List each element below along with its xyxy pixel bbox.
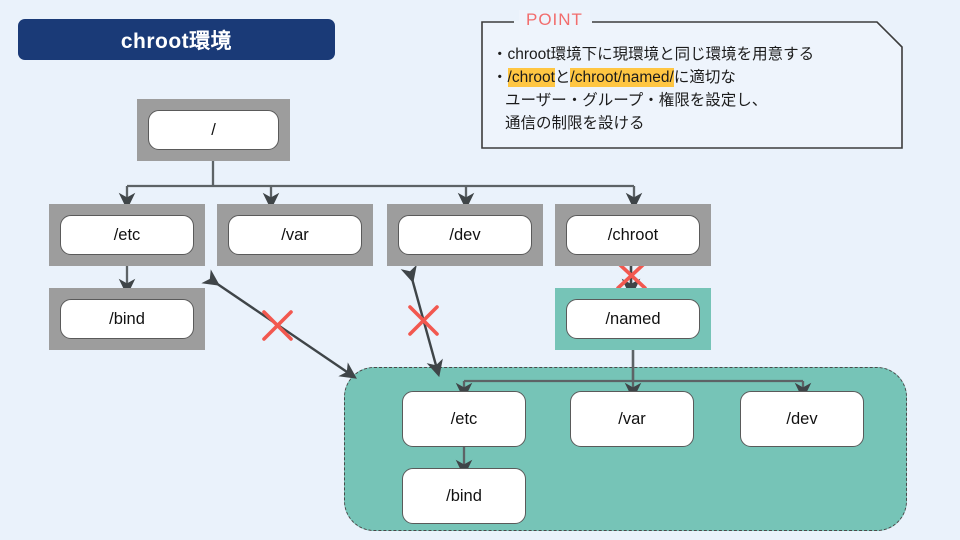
page-title-text: chroot環境 [120, 29, 233, 53]
point-callout: POINT ・chroot環境下に現環境と同じ環境を用意する ・/chrootと… [481, 10, 903, 149]
point-callout-body: ・chroot環境下に現環境と同じ環境を用意する ・/chrootと/chroo… [492, 43, 895, 135]
node-host-chroot[interactable]: /chroot [555, 204, 711, 266]
point-line-1-bullet: ・ [492, 46, 508, 63]
node-host-chroot-inner: /chroot [566, 215, 700, 255]
node-host-bind-inner: /bind [60, 299, 194, 339]
point-line-2-path-named: /chroot/named/ [570, 68, 674, 87]
node-root-inner: / [148, 110, 279, 150]
node-chroot-etc-label: /etc [450, 409, 478, 428]
node-host-dev-label: /dev [449, 225, 481, 244]
point-line-2: ・/chrootと/chroot/named/に適切な [492, 66, 895, 89]
point-line-2-conj: と [554, 69, 571, 86]
point-line-2-bullet: ・ [492, 69, 508, 86]
point-label: POINT [519, 10, 590, 30]
node-host-var-inner: /var [228, 215, 362, 255]
blocked-mark-2 [408, 305, 439, 336]
node-chroot-dev-label: /dev [786, 409, 818, 428]
point-line-2-path-chroot: /chroot [507, 68, 555, 87]
node-root-label: / [211, 120, 216, 139]
node-named-inner: /named [566, 299, 700, 339]
point-line-1-text: chroot環境下に現環境と同じ環境を用意する [507, 46, 815, 63]
point-line-1: ・chroot環境下に現環境と同じ環境を用意する [492, 43, 895, 66]
node-host-var[interactable]: /var [217, 204, 373, 266]
node-chroot-var[interactable]: /var [570, 391, 694, 447]
node-host-dev-inner: /dev [398, 215, 532, 255]
node-host-etc-label: /etc [113, 225, 141, 244]
node-chroot-bind[interactable]: /bind [402, 468, 526, 524]
node-host-dev[interactable]: /dev [387, 204, 543, 266]
node-chroot-etc[interactable]: /etc [402, 391, 526, 447]
node-named-label: /named [605, 309, 661, 328]
page-title: chroot環境 [18, 19, 335, 60]
point-line-2-tail: に適切な [673, 69, 736, 86]
node-root[interactable]: / [137, 99, 290, 161]
node-named[interactable]: /named [555, 288, 711, 350]
point-line-3: ユーザー・グループ・権限を設定し、 [505, 92, 768, 109]
blocked-mark-3 [616, 261, 647, 290]
node-chroot-var-label: /var [618, 409, 646, 428]
node-host-bind[interactable]: /bind [49, 288, 205, 350]
node-host-chroot-label: /chroot [607, 225, 659, 244]
point-line-4: 通信の制限を設ける [505, 115, 645, 132]
node-chroot-dev[interactable]: /dev [740, 391, 864, 447]
node-host-var-label: /var [281, 225, 309, 244]
node-host-etc-inner: /etc [60, 215, 194, 255]
node-chroot-bind-label: /bind [446, 486, 482, 505]
node-host-bind-label: /bind [109, 309, 145, 328]
node-host-etc[interactable]: /etc [49, 204, 205, 266]
blocked-mark-1 [262, 310, 293, 341]
